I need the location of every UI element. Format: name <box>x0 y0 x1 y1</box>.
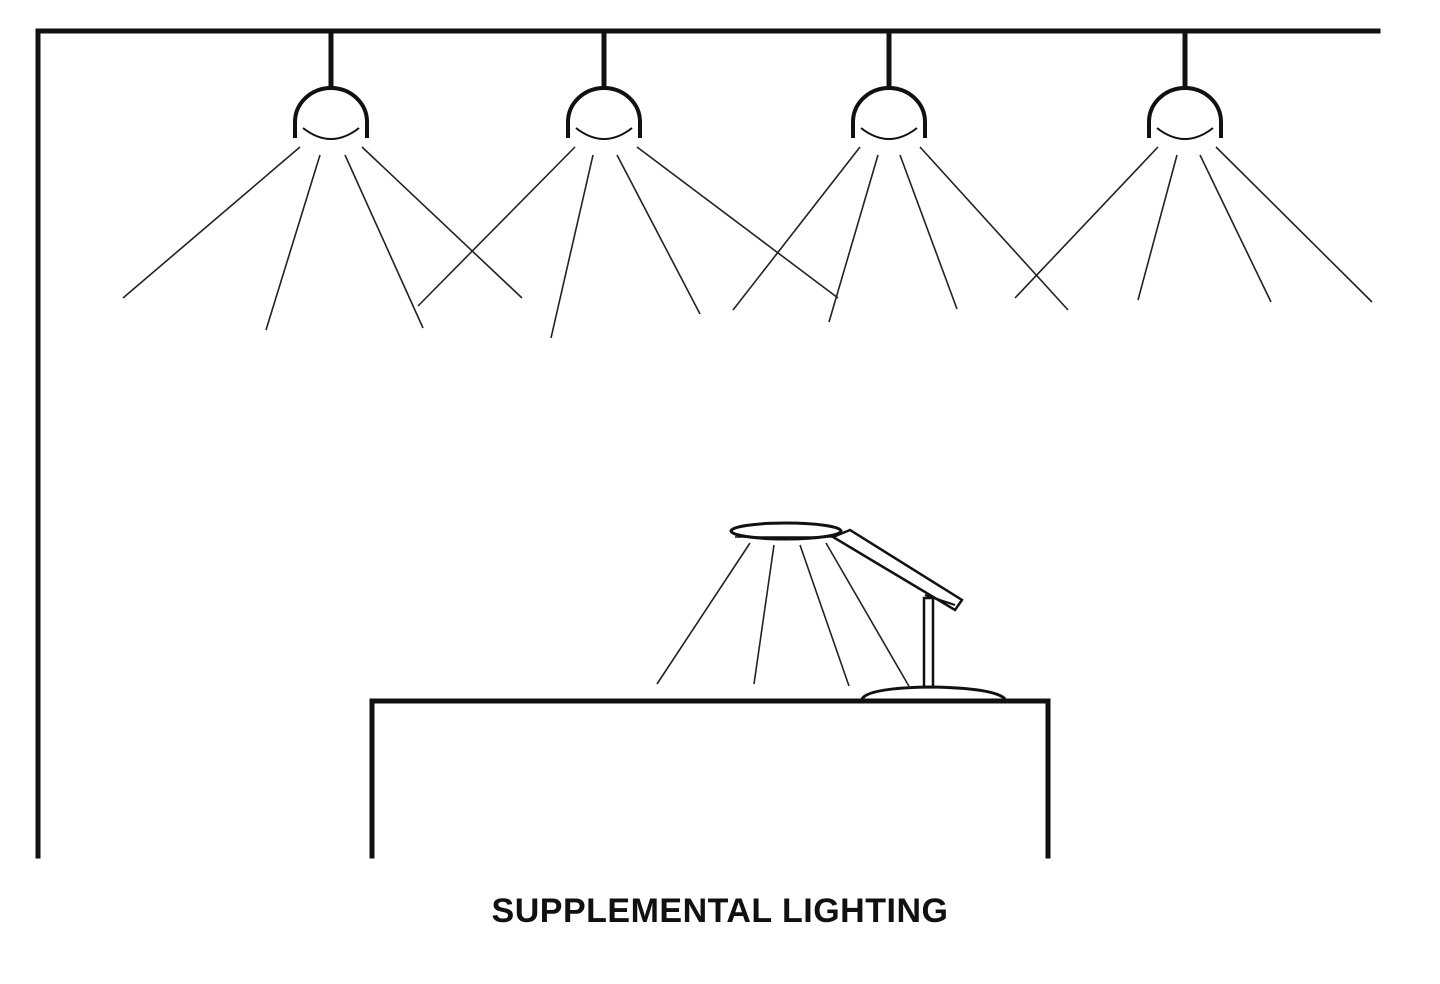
light-ray <box>1215 146 1373 303</box>
light-ray <box>753 544 775 685</box>
room-outline <box>35 28 1381 859</box>
light-ray <box>799 544 850 687</box>
light-ray <box>825 542 911 689</box>
light-ray <box>732 146 861 311</box>
lamp-bulb <box>860 127 918 140</box>
light-ray <box>550 154 594 339</box>
light-rays <box>656 542 911 689</box>
desk-lamp-shade <box>729 521 843 541</box>
light-ray <box>1014 146 1159 299</box>
overhead-light-2 <box>417 31 839 339</box>
light-ray <box>122 146 301 299</box>
light-ray <box>616 154 701 315</box>
light-rays <box>417 146 839 339</box>
light-ray <box>656 542 751 685</box>
lamp-shade <box>851 86 927 138</box>
light-ray <box>1137 154 1178 301</box>
desk-lamp <box>656 521 1007 701</box>
desk-lamp-post <box>922 596 935 692</box>
light-ray <box>919 146 1069 311</box>
lamp-shade <box>1147 86 1223 138</box>
desk-lamp-base <box>860 685 1007 701</box>
light-rays <box>732 146 1069 323</box>
diagram-caption: SUPPLEMENTAL LIGHTING <box>491 892 949 930</box>
overhead-light-4 <box>1014 31 1373 303</box>
desk-lamp-joint <box>924 594 956 606</box>
overhead-light-3 <box>732 31 1069 323</box>
light-ray <box>636 146 839 299</box>
lamp-shade <box>566 86 642 138</box>
light-ray <box>417 146 576 307</box>
desk-lamp-arm <box>830 528 964 612</box>
light-ray <box>265 154 321 331</box>
lamp-shade <box>293 86 369 138</box>
lamp-bulb <box>1156 127 1214 140</box>
light-ray <box>361 146 523 299</box>
lamp-bulb <box>575 127 633 140</box>
light-ray <box>344 154 424 329</box>
light-ray <box>828 154 879 323</box>
light-ray <box>1199 154 1272 303</box>
light-rays <box>122 146 523 331</box>
overhead-light-1 <box>122 31 523 331</box>
lamp-bulb <box>302 127 360 140</box>
light-rays <box>1014 146 1373 303</box>
desk <box>369 698 1051 859</box>
light-ray <box>899 154 958 310</box>
